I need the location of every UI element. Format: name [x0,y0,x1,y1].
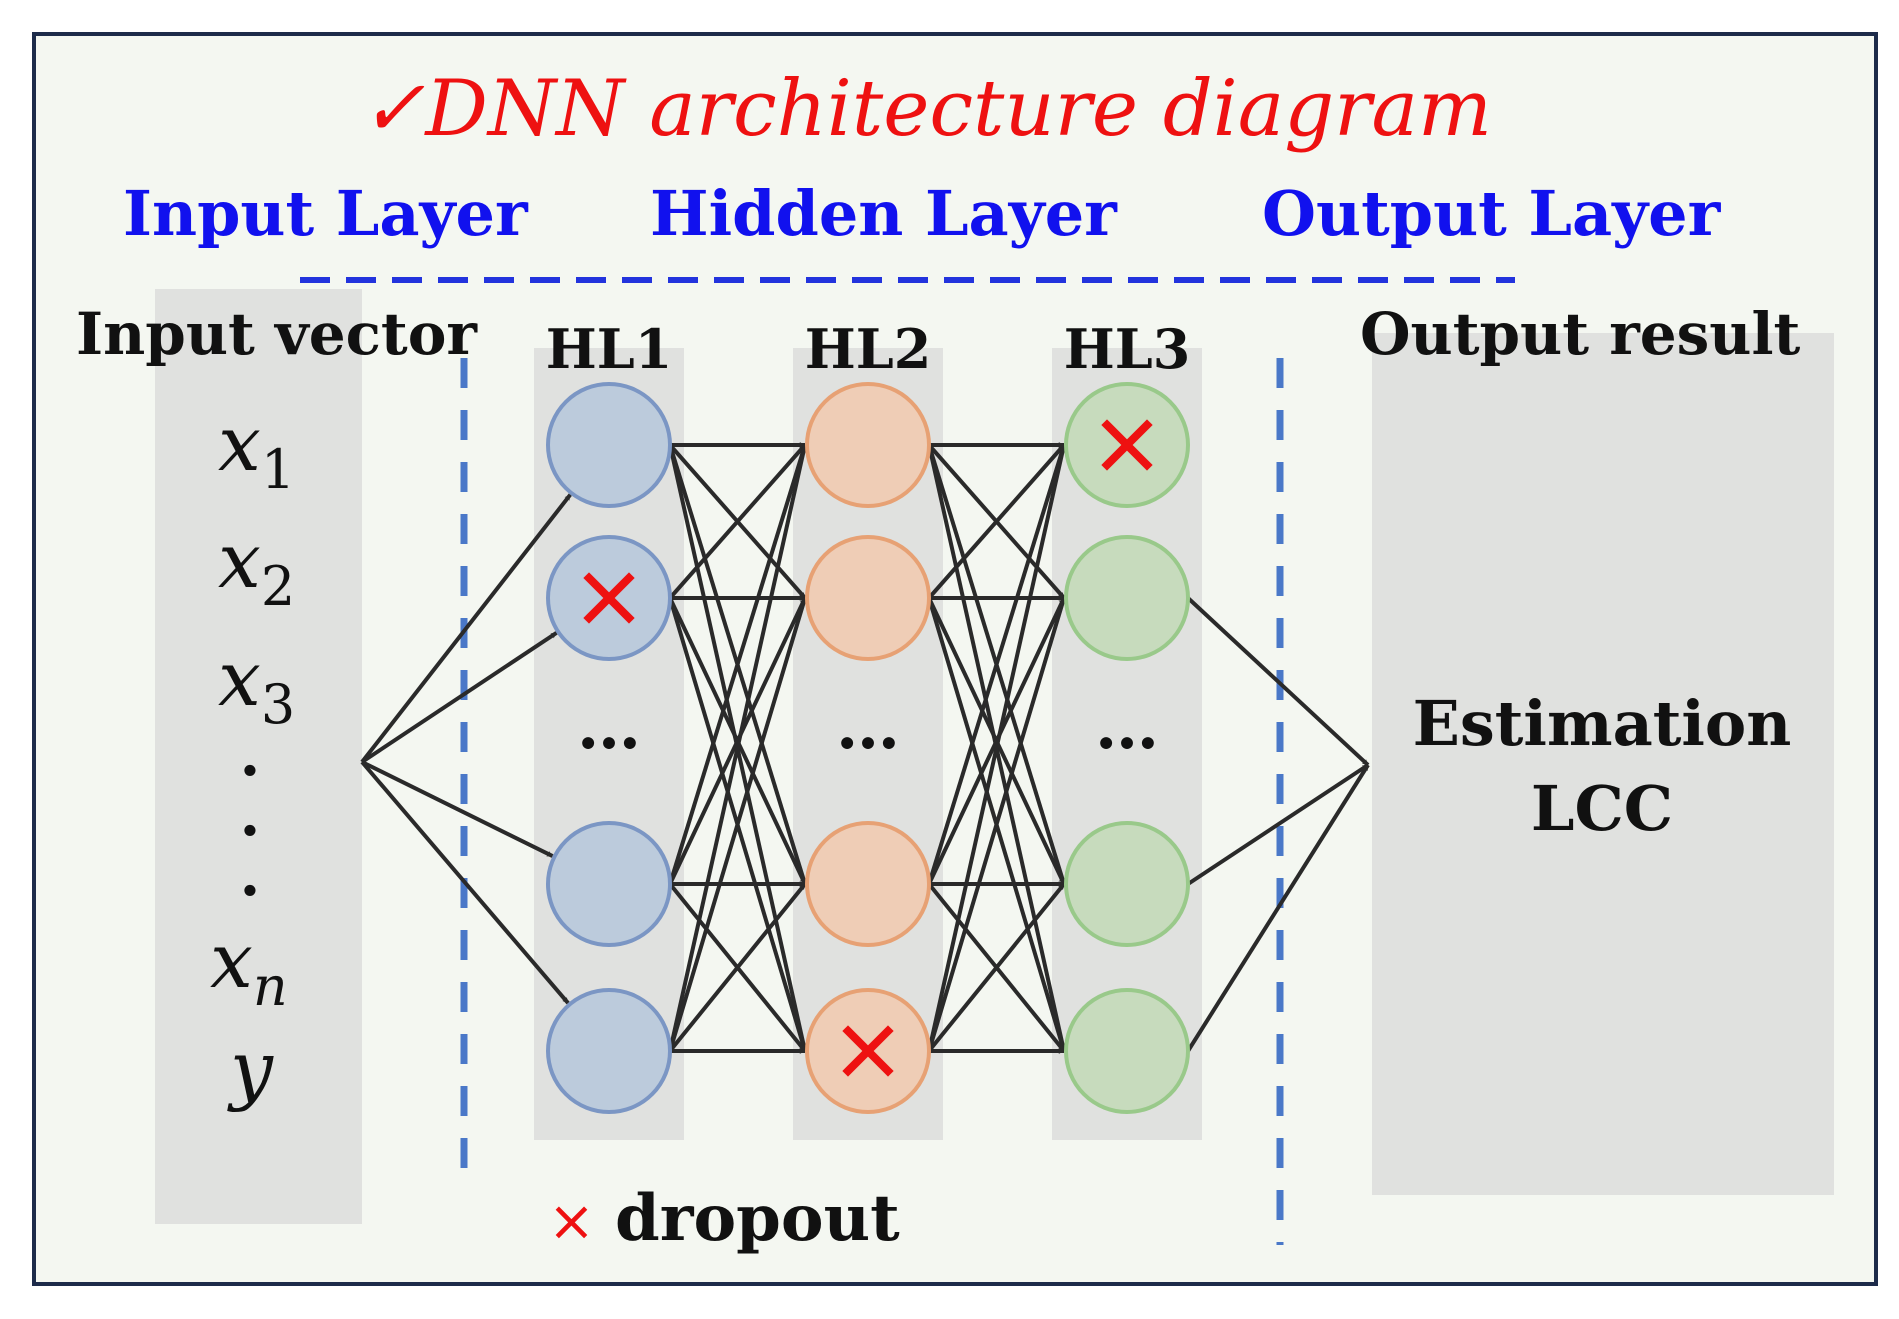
hidden-layer-header: Hidden Layer [650,177,1118,250]
hl2-to-hl3-connection-arrow [927,444,1066,885]
output-result-label: Output result [1360,300,1801,368]
hl1-label: HL1 [546,317,673,381]
input-ellipsis-dot: . [240,720,261,790]
input-panel-background [155,289,362,1224]
hl2-to-hl3-connection-arrow [927,444,1066,1052]
hl1-neuron [546,382,672,508]
hl3-neuron [1064,535,1190,661]
hl2-label: HL2 [805,317,932,381]
connections [360,442,1370,1054]
hl2-to-hl3-connection-arrow [927,882,1066,1053]
neurons [546,382,1190,1114]
input-connection-arrow [360,493,572,764]
hl1-to-hl2-connection-arrow [668,444,807,1052]
hl2-ellipsis: … [836,689,900,764]
hl1-to-hl2-connection-arrow [668,882,807,1053]
hl3-neuron [1064,988,1190,1114]
dropout-x-icon [583,572,635,624]
input-ellipsis-dot: . [240,780,261,850]
dropout-legend-text: dropout [615,1181,900,1256]
hl2-neuron [805,535,931,661]
hl2-neuron [805,821,931,947]
input-variable: x1 [218,399,295,501]
output-panel-background [1372,333,1834,1195]
check-icon: ✓ [360,64,425,154]
dropout-x-icon [1101,419,1153,471]
output-connection-arrow [1186,596,1370,767]
input-vector-label: Input vector [76,300,478,368]
input-variable: xn [210,916,288,1018]
diagram-title: ✓DNN architecture diagram [360,64,1492,154]
hl3-ellipsis: … [1095,689,1159,764]
hl2-neuron [805,382,931,508]
input-connection-arrow [360,631,558,764]
title-text: DNN architecture diagram [423,64,1492,154]
output-layer-header: Output Layer [1262,177,1722,250]
input-layer-header: Input Layer [123,177,529,250]
input-variable: y [227,1024,274,1113]
input-variable: x3 [218,634,295,736]
output-connection-arrow [1186,763,1370,886]
hl1-to-hl2-connection-arrow [668,597,807,1052]
hl1-to-hl2-connection-arrow [668,444,807,885]
hl1-to-hl2-connection-arrow [668,443,807,600]
dropout-x-icon [842,1025,894,1077]
output-connection-arrow [1186,763,1370,1053]
hl3-neuron [1064,821,1190,947]
hl2-to-hl3-connection-arrow [927,443,1066,600]
hl2-to-hl3-connection-arrow [927,597,1066,1052]
hl1-neuron [546,821,672,947]
input-variable: x2 [218,516,295,618]
dropout-legend-icon: × [548,1189,595,1254]
input-variables: x1 x2 x3 . . . xn y [210,399,295,1113]
input-ellipsis-dot: . [240,840,261,910]
hl3-label: HL3 [1064,317,1191,381]
output-estimation-text: Estimation [1413,687,1792,760]
hl1-ellipsis: … [577,689,641,764]
hl1-neuron [546,988,672,1114]
input-connection-arrow [361,760,554,858]
output-lcc-text: LCC [1531,772,1673,845]
input-connection-arrow [360,760,570,1005]
